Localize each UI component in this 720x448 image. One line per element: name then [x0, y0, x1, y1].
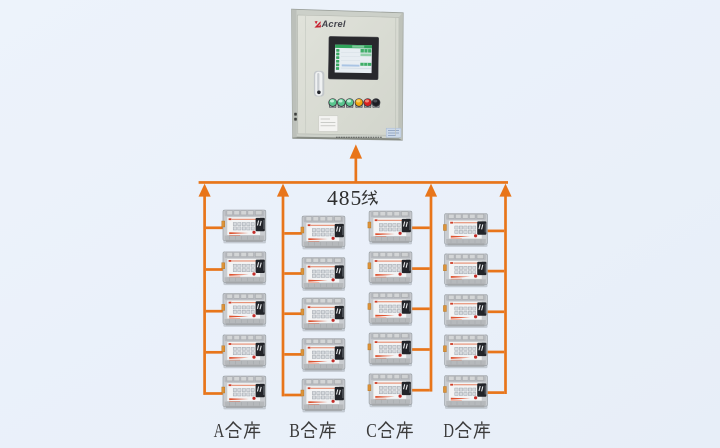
svg-text:C: C — [366, 420, 377, 442]
svg-text:Acrel: Acrel — [321, 19, 346, 29]
svg-text:485: 485 — [327, 186, 362, 210]
svg-text:D: D — [443, 420, 454, 442]
svg-text:B: B — [289, 420, 300, 442]
svg-text:A: A — [214, 420, 225, 442]
